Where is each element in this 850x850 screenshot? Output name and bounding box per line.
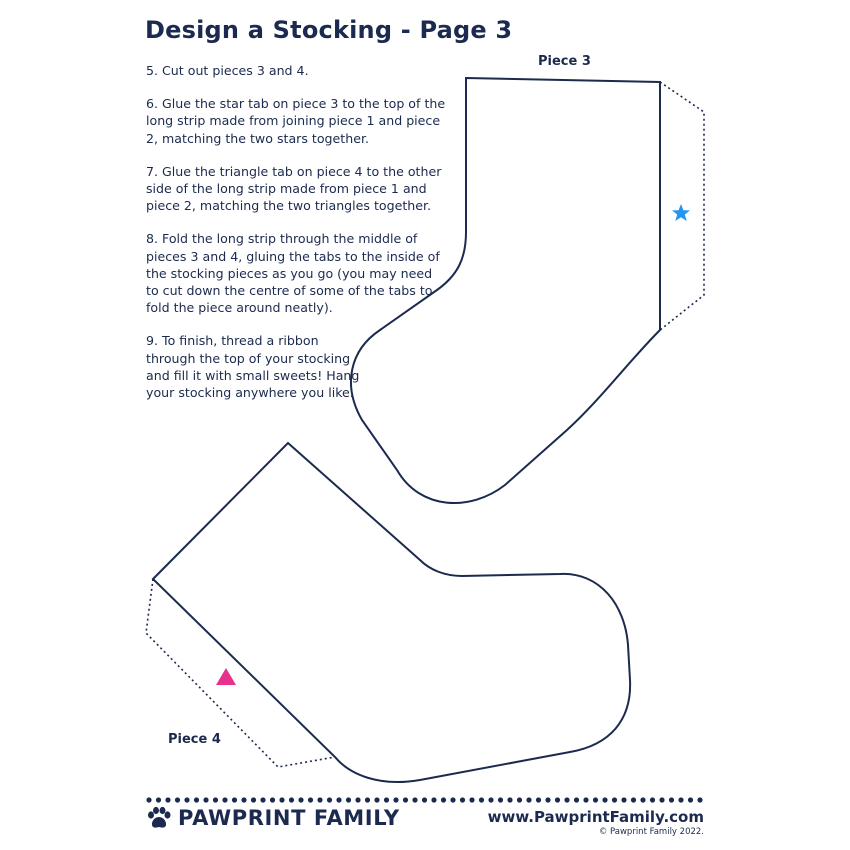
paw-print-icon [148,806,171,828]
instruction-step-6: 6. Glue the star tab on piece 3 to the t… [146,96,446,146]
piece-4-label: Piece 4 [168,732,221,747]
copyright-notice: © Pawprint Family 2022. [598,827,704,837]
piece-3-label: Piece 3 [538,54,591,69]
instruction-step-9: 9. To finish, thread a ribbon through th… [146,333,360,401]
brand-name: PAWPRINT FAMILY [178,806,400,830]
piece-3-outline [350,76,661,504]
instruction-step-7: 7. Glue the triangle tab on piece 4 to t… [146,163,442,214]
piece-4-glue-tab [145,578,336,768]
triangle-icon [216,668,236,685]
star-icon [672,204,690,221]
instructions: 5. Cut out pieces 3 and 4. 6. Glue the s… [146,62,446,417]
instruction-step-8: 8. Fold the long strip through the middl… [146,231,440,316]
instruction-step-5: 5. Cut out pieces 3 and 4. [146,63,309,78]
page-title: Design a Stocking - Page 3 [145,16,513,44]
website-url[interactable]: www.PawprintFamily.com [487,808,704,826]
footer-logo: PAWPRINT FAMILY [146,803,400,833]
piece-4-outline [151,441,632,784]
footer-dotted-divider [146,797,703,803]
piece-3-glue-tab [659,81,705,331]
